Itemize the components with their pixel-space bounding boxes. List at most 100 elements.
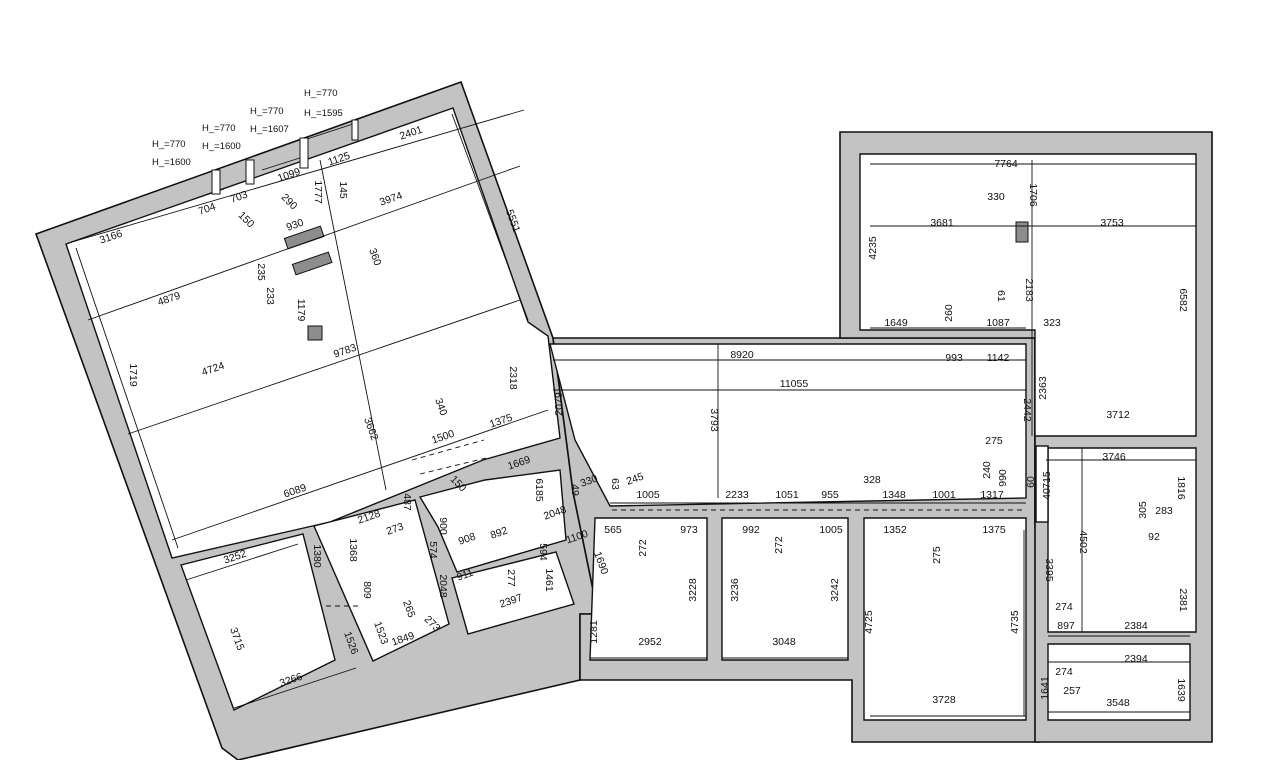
- sill-note-3-h2: H_=1607: [250, 124, 289, 135]
- dimension-label-left-block-44: 1461: [543, 568, 555, 592]
- dimension-label-right-31: 2381: [1177, 588, 1189, 612]
- dimension-label-center-8: 328: [863, 474, 881, 486]
- dimension-label-left-block-43: 594: [537, 543, 549, 561]
- dimension-label-left-block-23: 340: [432, 397, 449, 418]
- dimension-label-left-block-22: 2318: [507, 366, 519, 390]
- dimension-label-center-27: 2952: [638, 636, 662, 648]
- dimension-label-center-6: 1051: [775, 489, 799, 501]
- dimension-label-center-11: 1317: [980, 489, 1004, 501]
- dimension-label-left-block-56: 2048: [437, 574, 449, 598]
- dimension-label-center-23: 3242: [829, 578, 841, 602]
- dimension-label-center-12: 565: [604, 524, 622, 536]
- dimension-label-right-18: 275: [985, 435, 1003, 447]
- dimension-label-left-block-38: 809: [361, 581, 373, 599]
- sill-note-4-h1: H_=770: [304, 88, 338, 99]
- dimension-label-right-9: 260: [943, 304, 955, 322]
- dimension-label-right-17: 3712: [1106, 409, 1130, 421]
- dimension-label-right-27: 1816: [1175, 476, 1187, 500]
- dimension-label-left-block-17: 1179: [295, 299, 307, 322]
- dimension-label-left-block-15: 235: [255, 263, 267, 281]
- dimension-label-right-39: 3548: [1106, 697, 1130, 709]
- dimension-label-right-37: 1641: [1039, 676, 1051, 700]
- dimension-label-right-13: 993: [945, 352, 963, 364]
- dimension-label-right-22: 60: [1025, 476, 1037, 488]
- sill-note-1-h1: H_=770: [152, 139, 186, 150]
- dimension-label-center-10: 1001: [932, 489, 956, 501]
- dimension-label-right-28: 92: [1148, 531, 1160, 543]
- dimension-label-right-20: 990: [997, 469, 1009, 487]
- window-opening-2: [245, 159, 255, 185]
- dimension-label-right-35: 2394: [1124, 653, 1148, 665]
- dimension-label-left-block-11: 930: [285, 217, 306, 234]
- dimension-label-right-36: 274: [1055, 666, 1073, 678]
- dimension-label-left-block-48: 330: [579, 473, 600, 490]
- dimension-label-left-block-39: 908: [457, 531, 478, 548]
- sill-notes: H_=770 H_=1600 H_=770 H_=1600 H_=770 H_=…: [152, 88, 343, 168]
- dimension-label-center-7: 955: [821, 489, 839, 501]
- window-opening-1: [211, 169, 221, 195]
- dimension-label-right-3: 3681: [930, 217, 954, 229]
- dimension-label-left-block-32: 273: [385, 521, 406, 538]
- dimension-label-right-15: 2363: [1037, 376, 1049, 400]
- dimension-label-left-block-6: 1777: [312, 180, 324, 204]
- dimension-label-left-block-36: 1380: [311, 544, 323, 568]
- dimension-label-right-8: 61: [995, 290, 1007, 302]
- left-block-walls: [34, 80, 599, 760]
- dimension-label-right-5: 4235: [867, 236, 879, 260]
- window-markers: [187, 119, 359, 202]
- dimension-label-right-34: 2384: [1124, 620, 1148, 632]
- dimension-label-center-18: 272: [637, 539, 649, 557]
- dimension-label-right-12: 323: [1043, 317, 1061, 329]
- dimension-label-center-14: 992: [742, 524, 760, 536]
- dimension-label-center-19: 272: [773, 536, 785, 554]
- dimension-label-left-block-42: 277: [505, 569, 517, 587]
- dimension-label-left-block-41: 911: [455, 567, 475, 584]
- dimension-label-center-13: 973: [680, 524, 698, 536]
- dimension-label-center-15: 1005: [819, 524, 843, 536]
- dimension-label-center-24: 4725: [863, 610, 875, 634]
- dimension-label-right-10: 1649: [884, 317, 908, 329]
- dimension-label-right-30: 3395: [1043, 558, 1055, 582]
- dimension-label-right-6: 6582: [1177, 288, 1189, 312]
- sill-note-2-h2: H_=1600: [202, 141, 241, 152]
- sill-note-3-h1: H_=770: [250, 106, 284, 117]
- dimension-label-center-20: 275: [931, 546, 943, 564]
- dimension-label-right-16: 2442: [1021, 398, 1033, 422]
- dimension-label-center-3: 3793: [708, 408, 720, 432]
- dimension-label-right-0: 7764: [994, 158, 1018, 170]
- dimension-label-left-block-40: 892: [489, 525, 510, 542]
- dimension-label-left-block-33: 900: [437, 517, 449, 535]
- dimension-label-center-0: 8920: [730, 349, 754, 361]
- dimension-label-left-block-49: 63: [609, 478, 621, 490]
- dimension-label-right-26: 283: [1155, 505, 1173, 517]
- dimension-label-left-block-1: 704: [197, 201, 218, 218]
- dimension-label-left-block-57: 265: [400, 599, 417, 620]
- dimension-label-right-7: 2183: [1023, 278, 1035, 302]
- sill-note-2-h1: H_=770: [202, 123, 236, 134]
- dimension-label-right-4: 3753: [1100, 217, 1124, 229]
- dimension-label-center-2: 2079: [553, 392, 565, 416]
- dimension-label-left-block-29: 49: [569, 484, 581, 496]
- dimension-label-right-19: 240: [981, 461, 993, 479]
- dimension-lines: [71, 109, 1196, 717]
- dimension-label-left-block-47: 6185: [533, 478, 545, 502]
- dimension-label-center-17: 1375: [982, 524, 1006, 536]
- sill-note-1-h2: H_=1600: [152, 157, 191, 168]
- dimension-label-center-5: 2233: [725, 489, 749, 501]
- dimension-label-left-block-12: 360: [366, 247, 383, 268]
- dimension-label-right-25: 305: [1137, 501, 1149, 519]
- dimension-label-center-28: 3048: [772, 636, 796, 648]
- dimension-label-center-29: 3728: [932, 694, 956, 706]
- dimension-label-center-25: 4735: [1009, 610, 1021, 634]
- dimension-label-right-24: 3746: [1102, 451, 1126, 463]
- right-block-walls: [839, 131, 1213, 743]
- dimension-label-center-4: 1005: [636, 489, 660, 501]
- dimension-label-left-block-7: 145: [337, 181, 349, 199]
- dimension-label-right-32: 274: [1055, 601, 1073, 613]
- dimension-label-left-block-16: 233: [264, 287, 276, 305]
- dimension-label-left-block-31: 487: [401, 493, 413, 511]
- dimension-label-center-9: 1348: [882, 489, 906, 501]
- center-block-walls: [549, 337, 1041, 743]
- dimension-label-left-block-2: 703: [229, 189, 250, 206]
